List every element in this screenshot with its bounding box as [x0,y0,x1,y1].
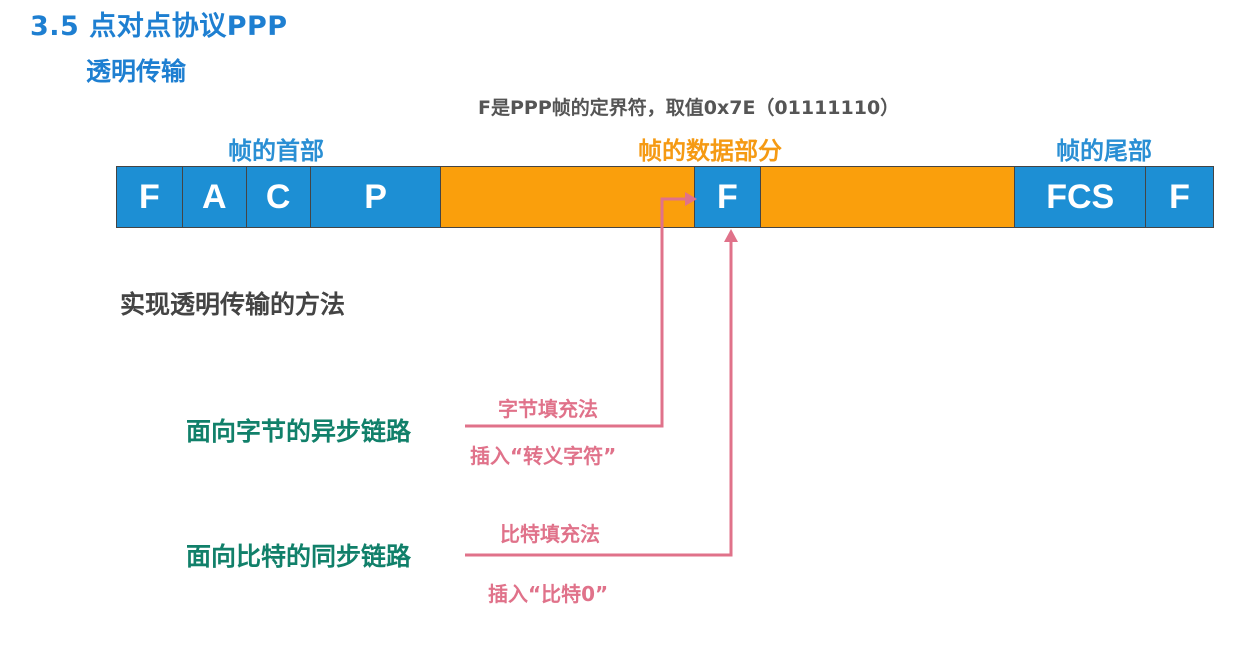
bit-stuffing-label: 比特填充法 [500,522,600,546]
field-address: A [182,167,247,227]
bit-stuffing-arrowhead [724,229,738,242]
section-title: 3.5 点对点协议PPP [30,11,288,42]
field-protocol: P [310,167,442,227]
ppp-frame: F A C P F FCS F [116,166,1214,228]
sync-link-label: 面向比特的同步链路 [186,542,412,571]
byte-stuffing-arrow [465,197,688,428]
frame-trailer-label: 帧的尾部 [1056,137,1152,165]
frame-data-label: 帧的数据部分 [638,137,782,165]
subtitle: 透明传输 [86,57,187,86]
field-flag-end: F [1146,167,1213,227]
byte-stuffing-label: 字节填充法 [498,397,598,421]
field-fcs: FCS [1015,167,1147,227]
field-control: C [246,167,311,227]
field-flag-start: F [117,167,183,227]
async-link-label: 面向字节的异步链路 [186,417,412,446]
frame-header-label: 帧的首部 [228,137,324,165]
bit-stuffing-arrow [465,240,733,557]
field-data-flag: F [694,167,761,227]
data-segment-right [760,167,1016,227]
data-segment-left [441,167,695,227]
byte-stuffing-arrowhead [685,192,697,206]
byte-stuffing-detail: 插入“转义字符” [470,444,617,468]
methods-title: 实现透明传输的方法 [120,290,346,319]
flag-note: F是PPP帧的定界符，取值0x7E（01111110） [478,97,900,119]
bit-stuffing-detail: 插入“比特0” [488,582,609,606]
